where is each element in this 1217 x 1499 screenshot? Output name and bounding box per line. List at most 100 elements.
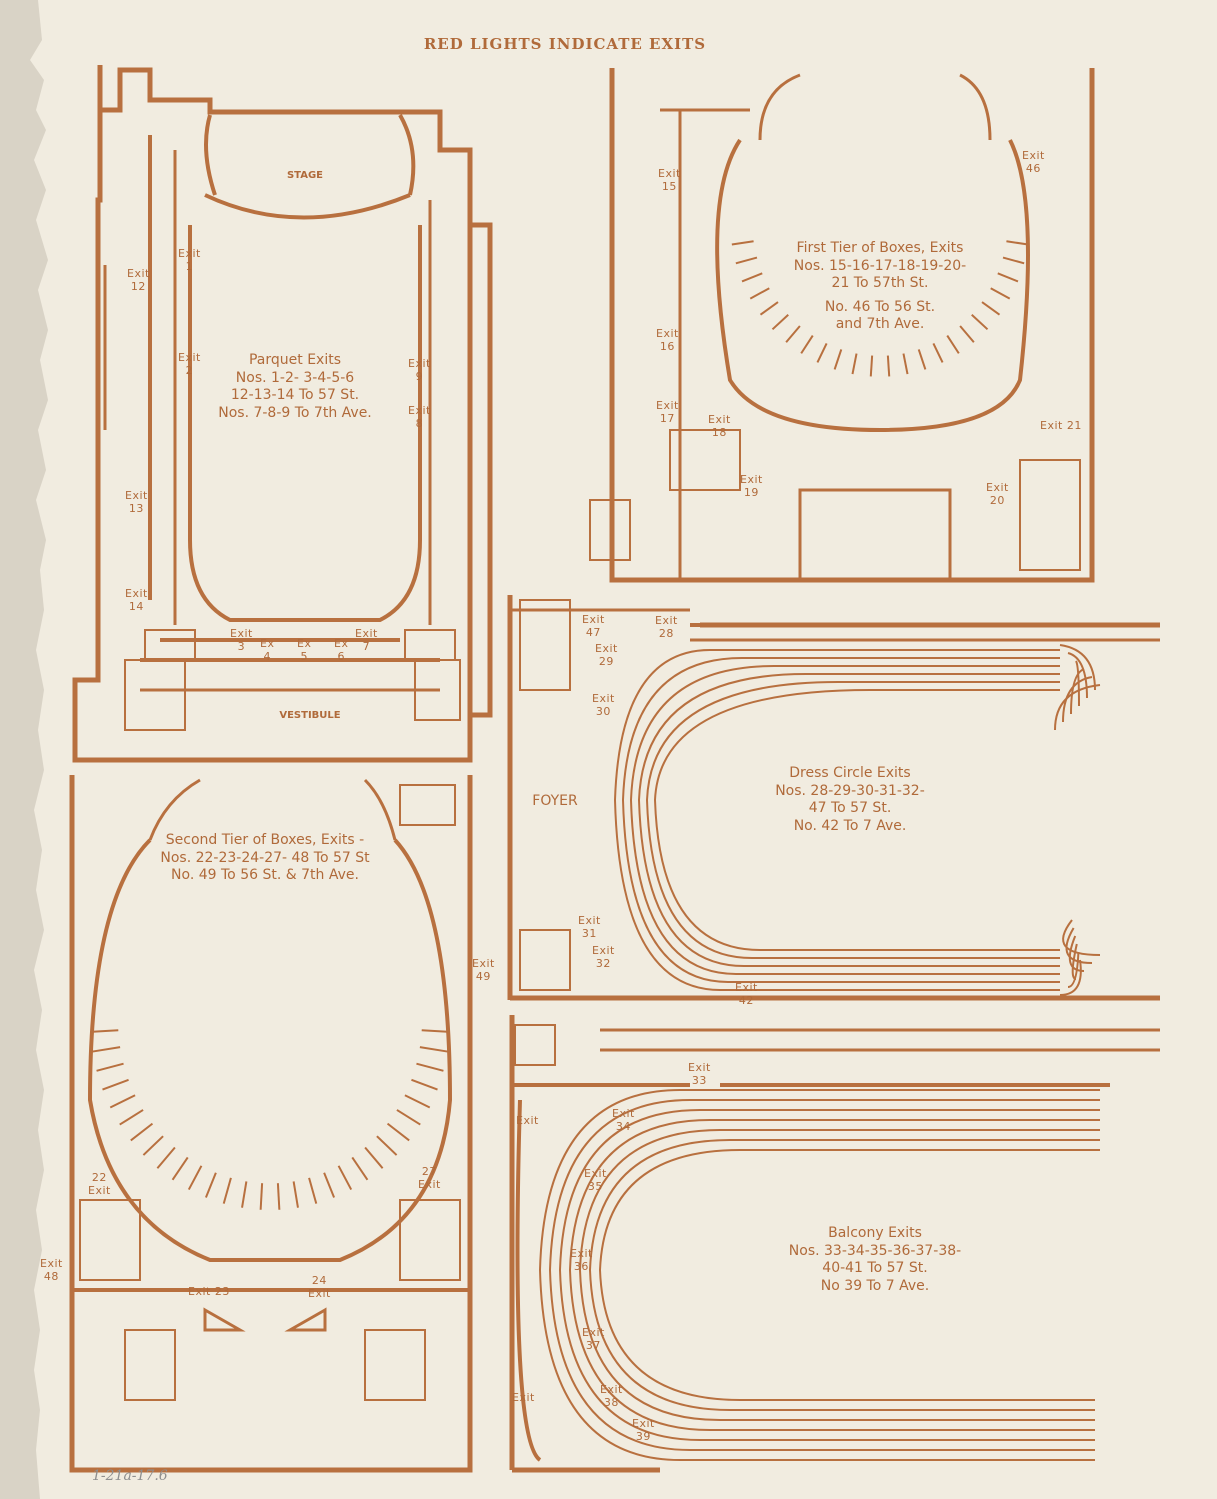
box-partition: [917, 349, 927, 370]
dress-circle-line3: No. 42 To 7 Ave.: [793, 817, 907, 834]
box-partition: [971, 314, 989, 331]
box-partition: [731, 240, 754, 246]
exit-23-label: Exit 23: [188, 1285, 230, 1298]
box-partition: [92, 1046, 121, 1053]
balcony-tier: [558, 1109, 1100, 1441]
parquet-caption: Parquet Exits Nos. 1-2- 3-4-5-6 12-13-14…: [195, 352, 395, 422]
dress-circle-title: Dress Circle Exits: [789, 765, 911, 781]
box-partition: [816, 343, 828, 363]
balcony-line1: Nos. 33-34-35-36-37-38-: [788, 1242, 962, 1259]
box-partition: [981, 301, 1001, 316]
box-partition: [142, 1135, 164, 1156]
box-partition: [800, 335, 814, 354]
dress-circle-curve: [1067, 652, 1088, 699]
box-partition: [421, 1029, 450, 1033]
dress-circle-tier: [613, 649, 1060, 991]
balcony-tier: [578, 1129, 1100, 1421]
dress-circle-curve: [1062, 919, 1101, 956]
first-tier-line3: No. 46 To 56 St.: [824, 298, 936, 315]
second-tier-title: Second Tier of Boxes, Exits -: [165, 832, 365, 848]
dress-circle-tier: [629, 665, 1060, 975]
first-tier-line1: Nos. 15-16-17-18-19-20-: [793, 257, 967, 274]
box-partition: [411, 1078, 438, 1091]
box-partition: [364, 1146, 384, 1169]
box-partition: [96, 1062, 124, 1072]
box-partition: [351, 1156, 369, 1181]
first-tier-line2: 21 To 57th St.: [831, 275, 929, 291]
balcony-line2: 40-41 To 57 St.: [822, 1260, 928, 1276]
second-tier-line2: No. 49 To 56 St. & 7th Ave.: [171, 867, 359, 883]
torn-edge: [0, 0, 48, 1499]
dress-circle-tier: [653, 689, 1060, 951]
box-partition: [404, 1094, 431, 1109]
box-partition: [419, 1046, 448, 1053]
foyer-label: FOYER: [532, 793, 578, 809]
box-partition: [869, 355, 874, 377]
header-title: RED LIGHTS INDICATE EXITS: [423, 35, 707, 53]
box-partition: [90, 1029, 119, 1033]
box-partition: [959, 325, 975, 343]
box-partition: [851, 353, 858, 375]
box-partition: [902, 353, 909, 375]
box-partition: [308, 1177, 318, 1204]
dress-circle-curve: [1059, 959, 1082, 996]
box-partition: [130, 1122, 154, 1142]
balcony-tier: [568, 1119, 1100, 1431]
box-partition: [376, 1135, 398, 1156]
box-partition: [337, 1165, 353, 1191]
box-partition: [396, 1109, 421, 1126]
box-partition: [946, 335, 960, 354]
box-partition: [386, 1122, 410, 1142]
box-partition: [204, 1172, 217, 1198]
exit-balcony-left-label: Exit: [516, 1114, 539, 1127]
box-partition: [222, 1177, 232, 1204]
dress-circle-curve: [1054, 684, 1101, 731]
dress-circle-curve: [1068, 935, 1085, 972]
dress-circle-caption: Dress Circle Exits Nos. 28-29-30-31-32- …: [750, 765, 950, 835]
dress-circle-curve: [1065, 927, 1093, 964]
parquet-title: Parquet Exits: [248, 352, 342, 368]
box-partition: [259, 1183, 264, 1210]
vestibule-label: VESTIBULE: [279, 710, 341, 721]
parquet-line1: Nos. 1-2- 3-4-5-6: [235, 369, 355, 386]
box-partition: [997, 272, 1019, 283]
dress-circle-curve: [1062, 676, 1093, 723]
balcony-tier: [548, 1099, 1100, 1451]
first-tier-title: First Tier of Boxes, Exits: [796, 240, 964, 256]
box-partition: [735, 256, 758, 265]
box-partition: [119, 1109, 144, 1126]
parquet-outer-wall: [97, 65, 493, 718]
handwritten-note: 1-21a-17.6: [92, 1468, 168, 1484]
dress-circle-tier: [621, 657, 1060, 983]
